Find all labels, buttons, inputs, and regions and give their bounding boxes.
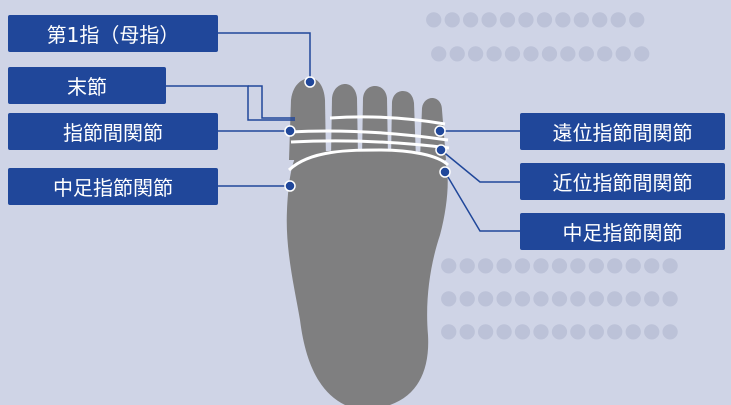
leader-pip [440,149,520,183]
interphalangeal-joint-line [288,129,449,142]
proximal-joint-line [290,139,450,150]
leader-mtp-right [444,171,520,232]
distal-joint-line [329,115,446,126]
label-metatarsophalangeal-joint-left: 中足指節関節 [8,168,218,205]
toe-1 [289,78,326,160]
leader-distal-phalanx [166,85,295,121]
label-proximal-interphalangeal-joint: 近位指節間関節 [520,163,725,200]
label-first-toe: 第1指（母指） [8,15,218,52]
label-metatarsophalangeal-joint-right: 中足指節関節 [520,213,725,250]
metatarsophalangeal-joint-line [287,148,450,172]
dot-pip [435,144,447,156]
label-interphalangeal-joint: 指節間関節 [8,113,218,150]
toe-2 [331,84,358,158]
dot-mtp-right [439,166,451,178]
dot-first-toe [304,76,316,88]
dot-mtp-left [284,180,296,192]
dot-interphalangeal [284,125,296,137]
joint-dots [284,76,451,192]
toe-3 [362,86,388,158]
background-text: ●●●●●●●●●●●● [425,6,647,30]
leader-lines [166,32,520,232]
label-distal-phalanx: 末節 [8,67,166,104]
leader-distal-phalanx-branch [248,85,295,119]
foot-sole [286,150,448,405]
leader-first-toe [218,32,311,82]
label-distal-interphalangeal-joint: 遠位指節間関節 [520,113,725,150]
joint-lines [287,115,450,172]
background-text: ●●●●●●●●●●●● [430,40,652,64]
background-text: ●●●●●●●●●●●●● [440,252,680,276]
background-text: ●●●●●●●●●●●●● [440,285,680,309]
background-text: ●●●●●●●●●●●●● [440,318,680,342]
dot-dip [434,125,446,137]
